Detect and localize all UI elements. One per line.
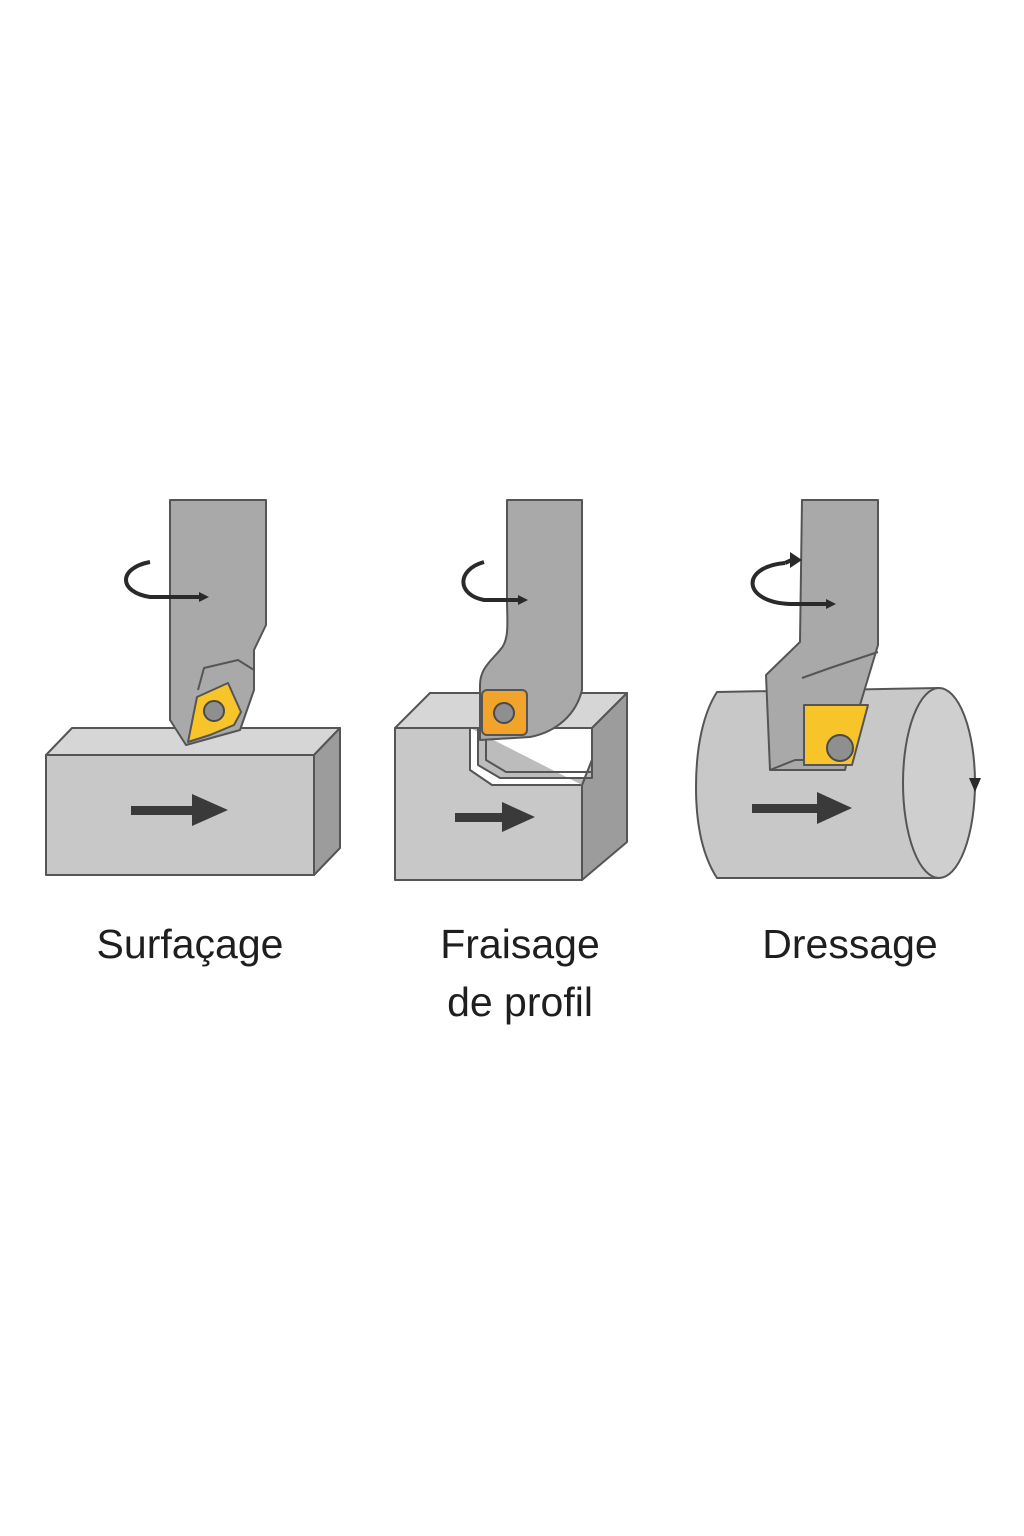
cylinder-workpiece (694, 686, 981, 879)
milling-tool (169, 499, 267, 746)
label-line: Dressage (762, 921, 938, 967)
square-insert-icon (481, 689, 528, 736)
rotation-arrow-icon (124, 560, 209, 602)
feed-direction-arrow-icon (131, 794, 228, 826)
label-line: de profil (447, 979, 593, 1025)
feed-direction-arrow-icon (752, 792, 852, 824)
label-line: Surfaçage (96, 921, 284, 967)
feed-direction-arrow-icon (455, 802, 535, 832)
rhombic-insert-icon (187, 682, 242, 743)
panel-surfacing (45, 499, 341, 876)
rotation-arrowhead-icon (790, 552, 802, 568)
panel-profile-milling (394, 499, 628, 881)
panel-label-profile-milling: Fraisage de profil (370, 915, 670, 1031)
square-insert-icon (803, 704, 869, 766)
panel-label-facing: Dressage (700, 915, 1000, 973)
rotation-arrow-icon (461, 560, 528, 605)
rotation-arrow-icon (750, 561, 836, 609)
panel-label-surfacing: Surfaçage (40, 915, 340, 973)
panel-facing (694, 499, 981, 879)
milling-tool (479, 499, 583, 741)
label-line: Fraisage (440, 921, 600, 967)
